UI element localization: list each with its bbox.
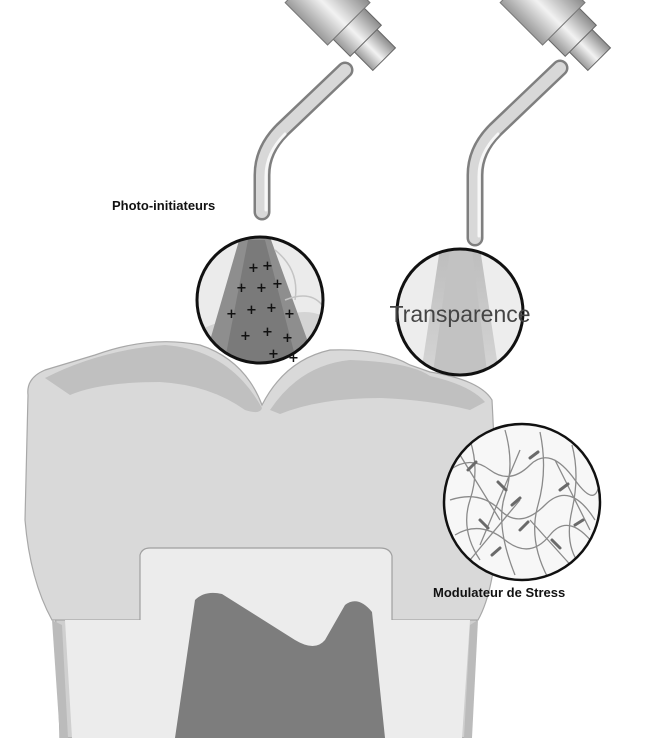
svg-text:+: +	[248, 261, 259, 276]
stress-modulator-label: Modulateur de Stress	[433, 585, 565, 600]
photo-initiators-label: Photo-initiateurs	[112, 198, 215, 213]
svg-text:+: +	[272, 277, 283, 292]
svg-text:+: +	[262, 259, 273, 274]
transparency-label: Transparence	[389, 301, 530, 327]
stress-modulator-magnifier	[444, 424, 600, 580]
curing-light-tip-right	[475, 0, 620, 238]
svg-text:+: +	[284, 307, 295, 322]
svg-text:+: +	[256, 281, 267, 296]
svg-text:+: +	[226, 307, 237, 322]
curing-light-tip-left	[262, 0, 405, 212]
svg-text:+: +	[282, 331, 293, 346]
svg-text:+: +	[240, 329, 251, 344]
svg-text:+: +	[262, 325, 273, 340]
transparency-magnifier: Transparence	[389, 248, 530, 380]
tooth	[25, 342, 498, 738]
svg-text:+: +	[246, 303, 257, 318]
svg-text:+: +	[236, 281, 247, 296]
svg-text:+: +	[266, 301, 277, 316]
